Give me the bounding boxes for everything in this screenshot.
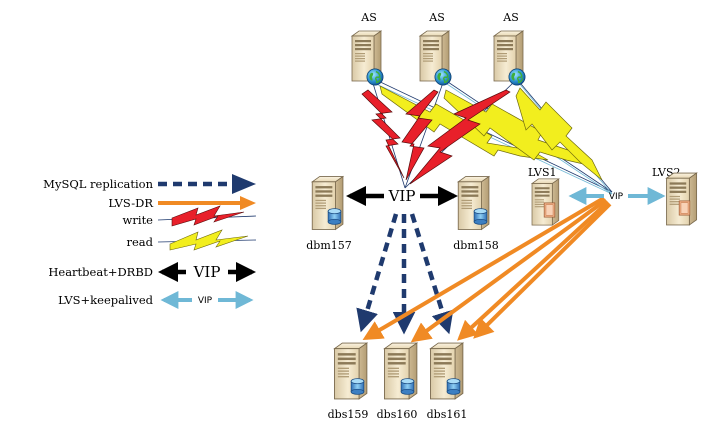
lvs-vip-label: VIP — [609, 192, 624, 202]
as-server-2: AS — [419, 11, 452, 86]
legend-read-label: read — [126, 235, 153, 249]
database-icon — [473, 208, 488, 225]
as-label-3: AS — [502, 11, 518, 24]
master-vip-label: VIP — [388, 187, 416, 205]
as-label-1: AS — [360, 11, 376, 24]
dbs160-server: dbs160 — [377, 342, 418, 421]
lvs-icon — [678, 200, 691, 216]
legend: MySQL replication LVS-DR write read Hear… — [43, 174, 257, 309]
legend-keepalived: LVS+keepalived VIP — [58, 291, 254, 309]
legend-read: read — [126, 229, 257, 251]
write-bolts — [361, 89, 511, 185]
read-bolt-3 — [515, 87, 603, 181]
legend-heartbeat: Heartbeat+DRBD VIP — [48, 261, 257, 283]
legend-lvs-dr-label: LVS-DR — [108, 196, 153, 210]
legend-keepalived-vip: VIP — [198, 296, 213, 306]
lvs-dr-arrows — [362, 196, 612, 343]
lvs-vip: VIP — [568, 187, 666, 205]
dbs161-server: dbs161 — [427, 342, 468, 421]
as-label-2: AS — [428, 11, 444, 24]
as-server-3: AS — [493, 11, 526, 86]
dbm157-label: dbm157 — [306, 239, 352, 252]
as-server-1: AS — [351, 11, 384, 86]
server-icon — [531, 178, 560, 226]
globe-icon — [434, 68, 452, 86]
database-icon — [400, 378, 415, 395]
database-icon — [327, 208, 342, 225]
database-icon — [350, 378, 365, 395]
legend-write: write — [123, 205, 257, 227]
legend-write-label: write — [123, 213, 154, 227]
dbm158-server: dbm158 — [453, 175, 499, 252]
legend-replication: MySQL replication — [43, 174, 256, 194]
globe-icon — [366, 68, 384, 86]
replication-arrowhead — [232, 174, 256, 194]
server-icon — [665, 172, 698, 226]
legend-lvs-dr: LVS-DR — [108, 196, 256, 210]
legend-keepalived-label: LVS+keepalived — [58, 293, 154, 307]
lvs1-label: LVS1 — [528, 166, 556, 179]
dbs161-label: dbs161 — [427, 408, 468, 421]
dbm157-server: dbm157 — [306, 175, 352, 252]
globe-icon — [508, 68, 526, 86]
read-bolt-swatch — [169, 229, 249, 251]
lvs1-server: LVS1 — [528, 166, 560, 226]
replication-arrows — [356, 213, 454, 335]
write-bolt-1 — [361, 89, 405, 179]
write-bolt-3 — [409, 89, 511, 185]
legend-heartbeat-label: Heartbeat+DRBD — [48, 265, 153, 279]
database-icon — [446, 378, 461, 395]
legend-heartbeat-vip: VIP — [193, 263, 221, 281]
lvs2-server: LVS2 — [652, 166, 698, 226]
write-bolt-swatch — [171, 205, 245, 227]
write-bolt-2 — [401, 89, 439, 181]
lvs-dr-arrowhead — [240, 196, 256, 210]
lvs-icon — [543, 202, 556, 218]
dbm158-label: dbm158 — [453, 239, 499, 252]
master-vip: VIP — [345, 185, 459, 207]
dbs160-label: dbs160 — [377, 408, 418, 421]
legend-replication-label: MySQL replication — [43, 177, 153, 191]
dbs159-label: dbs159 — [328, 408, 369, 421]
dbs159-server: dbs159 — [328, 342, 369, 421]
